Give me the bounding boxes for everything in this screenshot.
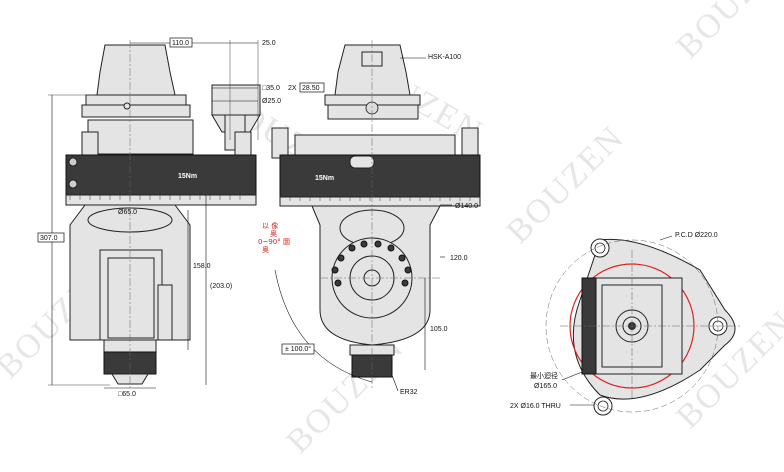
dim-bottom-square: □65.0 (118, 391, 136, 398)
dim-flange-dia: Ø65.0 (118, 209, 137, 216)
pcd-label: P.C.D Ø220.0 (675, 232, 718, 239)
dim-lower-height: (203.0) (210, 283, 232, 290)
left-side-view: 15Nm 110.0 25.0 (37, 37, 281, 398)
torque-label-left: 15Nm (178, 173, 197, 180)
dial-ticks-mid (289, 197, 471, 201)
min-radius-label: 最小迴径 (530, 371, 558, 380)
bolt-circle (331, 240, 412, 287)
taper-label: HSK-A100 (428, 54, 461, 61)
watermark-3: BOUZEN (499, 119, 631, 251)
watermark-4: BOUZEN (669, 0, 784, 66)
dim-square: □35.0 (262, 85, 280, 92)
dim-offset: 25.0 (262, 40, 276, 47)
note-line-1: 以 像 (262, 221, 278, 230)
note-line-3: 0~90° 圜 (258, 238, 290, 246)
angle-range: ± 100.0° (285, 345, 311, 353)
note-line-2: 奥 (270, 229, 277, 238)
pin-count: 2X (288, 85, 297, 92)
pin-dim: 28.50 (302, 85, 320, 92)
dim-total-height: 307.0 (40, 235, 58, 242)
body-diameter: Ø140.0 (455, 203, 478, 210)
dim-top-width: 110.0 (172, 40, 189, 47)
front-view: 15Nm (258, 40, 481, 396)
dim-mid-height: 158.0 (193, 263, 211, 270)
min-diameter: Ø165.0 (534, 383, 557, 390)
note-line-4: 奥 (262, 245, 269, 254)
dim-105: 105.0 (430, 326, 448, 333)
bottom-view: P.C.D Ø220.0 最小迴径 Ø165.0 2X Ø16.0 THRU (510, 232, 740, 416)
dim-diameter: Ø25.0 (262, 98, 281, 105)
holes-label: 2X Ø16.0 THRU (510, 403, 561, 410)
dim-120: 120.0 (450, 255, 468, 262)
collet-label: ER32 (400, 389, 418, 396)
torque-label-mid: 15Nm (315, 175, 334, 182)
